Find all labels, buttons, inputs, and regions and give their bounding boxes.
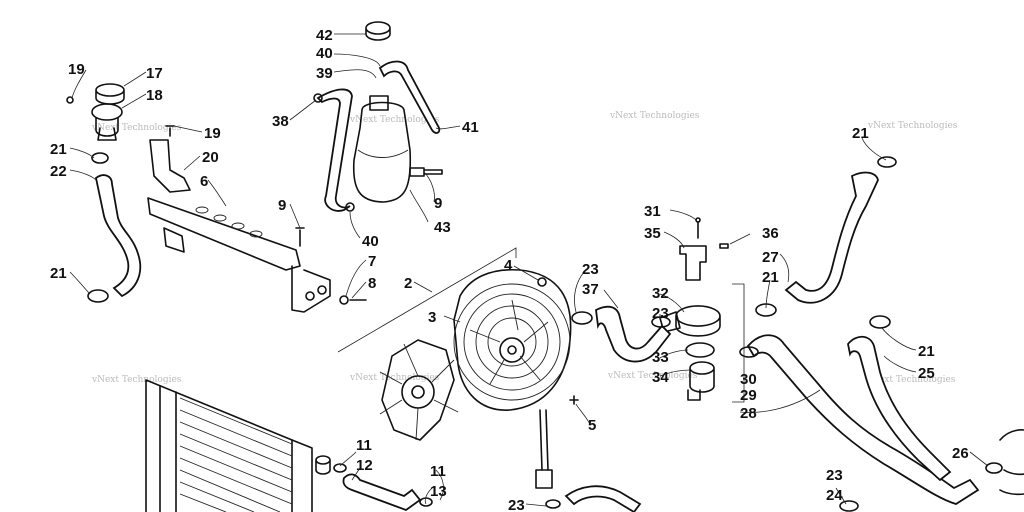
callout-label: 9 [278, 197, 286, 214]
callout-label: 35 [644, 225, 661, 242]
callout-label: 21 [762, 269, 779, 286]
callout-label: 43 [434, 219, 451, 236]
callout-label: 36 [762, 225, 779, 242]
callout-label: 18 [146, 87, 163, 104]
callout-label: 20 [202, 149, 219, 166]
callout-label: 24 [826, 487, 843, 504]
callout-label: 6 [200, 173, 208, 190]
callout-label: 23 [582, 261, 599, 278]
callout-label: 12 [356, 457, 373, 474]
filler-neck-assembly [66, 83, 367, 313]
fan-assembly [337, 247, 579, 489]
callout-label: 41 [462, 119, 479, 136]
watermark: vNext Technologies [91, 123, 182, 133]
callout-label: 21 [50, 141, 67, 158]
watermark: vNext Technologies [867, 121, 958, 131]
callout-label: 30 [740, 371, 757, 388]
callout-label: 5 [588, 417, 596, 434]
watermark: vNext Technologies [91, 375, 182, 385]
radiator [145, 379, 642, 512]
callout-label: 37 [582, 281, 599, 298]
callout-label: 21 [918, 343, 935, 360]
callout-label: 9 [434, 195, 442, 212]
callout-label: 42 [316, 27, 333, 44]
callout-label: 23 [508, 497, 525, 512]
callout-label: 22 [50, 163, 67, 180]
callout-label: 33 [652, 349, 669, 366]
leader-lines [69, 33, 989, 507]
watermark: vNext Technologies [349, 373, 440, 383]
callout-labels: 42 40 39 38 41 9 43 9 40 19 17 18 19 20 … [50, 27, 969, 512]
callout-label: 17 [146, 65, 163, 82]
callout-label: 4 [504, 257, 513, 274]
callout-label: 40 [316, 45, 333, 62]
callout-label: 21 [50, 265, 67, 282]
callout-label: 29 [740, 387, 757, 404]
callout-label: 40 [362, 233, 379, 250]
watermark: vNext Technologies [609, 111, 700, 121]
watermark: vNext Technologies [865, 375, 956, 385]
callout-label: 21 [852, 125, 869, 142]
callout-label: 34 [652, 369, 669, 386]
callout-label: 31 [644, 203, 661, 220]
watermarks: vNext Technologies vNext Technologies vN… [91, 111, 958, 385]
callout-label: 28 [740, 405, 757, 422]
callout-label: 32 [652, 285, 669, 302]
callout-label: 19 [68, 61, 85, 78]
callout-label: 38 [272, 113, 289, 130]
callout-label: 39 [316, 65, 333, 82]
callout-label: 27 [762, 249, 779, 266]
right-hose-assembly [732, 156, 1024, 512]
callout-label: 7 [368, 253, 376, 270]
callout-label: 23 [826, 467, 843, 484]
callout-label: 19 [204, 125, 221, 142]
callout-label: 13 [430, 483, 447, 500]
watermark: vNext Technologies [607, 371, 698, 381]
callout-label: 11 [356, 437, 372, 454]
callout-label: 11 [430, 463, 446, 480]
callout-label: 25 [918, 365, 935, 382]
callout-label: 3 [428, 309, 436, 326]
callout-label: 8 [368, 275, 376, 292]
watermark: vNext Technologies [349, 115, 440, 125]
coolant-reservoir-assembly [313, 21, 443, 212]
callout-label: 23 [652, 305, 669, 322]
callout-label: 2 [404, 275, 412, 292]
thermostat-assembly [571, 217, 729, 401]
callout-label: 26 [952, 445, 969, 462]
